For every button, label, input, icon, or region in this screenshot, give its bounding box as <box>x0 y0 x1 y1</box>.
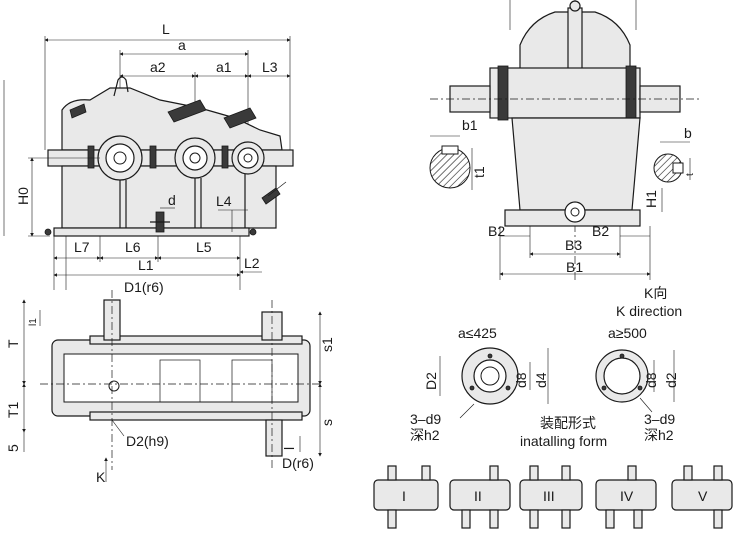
k-label-d4: d4 <box>533 372 549 388</box>
form-label-1: I <box>402 488 406 504</box>
label-B2-left: B2 <box>488 223 505 239</box>
label-L4: L4 <box>216 193 232 209</box>
install-title-en: inatalling form <box>520 433 607 449</box>
cond-small: a≤425 <box>458 325 497 341</box>
label-l1: l1 <box>28 318 39 326</box>
label-5: 5 <box>5 444 21 452</box>
label-L5: L5 <box>196 239 212 255</box>
label-L7: L7 <box>74 239 90 255</box>
label-L2: L2 <box>244 255 260 271</box>
k-holes-left: 3–d9 <box>410 411 441 427</box>
label-D1: D1(r6) <box>124 279 164 295</box>
label-s: s <box>319 419 335 426</box>
side-view: b1 t1 b t H1 B2 B2 B3 B1 <box>429 0 700 280</box>
k-direction-view: K向 K direction a≤425 a≥500 D2 d8 d4 3–d9… <box>410 285 682 443</box>
label-D: D(r6) <box>282 455 314 471</box>
form-label-2: II <box>474 488 482 504</box>
label-K: K <box>96 469 106 485</box>
plan-view: D1(r6) l1 T T1 s1 s 5 D2(h9) l D(r6) K <box>5 279 335 485</box>
shaft-output-hub <box>231 141 265 175</box>
label-a1: a1 <box>216 59 232 75</box>
k-depth-left: 深h2 <box>410 427 440 443</box>
k-depth-right: 深h2 <box>644 427 674 443</box>
form-label-4: IV <box>620 488 634 504</box>
label-b1: b1 <box>462 117 478 133</box>
install-form-1: I <box>373 465 439 529</box>
front-view: L a a2 a1 L3 H0 d L4 L7 L6 L5 L1 L2 <box>3 21 294 290</box>
label-T1: T1 <box>5 401 21 418</box>
label-T: T <box>5 339 21 348</box>
form-label-3: III <box>543 488 555 504</box>
k-holes-right: 3–d9 <box>644 411 675 427</box>
cond-large: a≥500 <box>608 325 647 341</box>
label-b: b <box>684 125 692 141</box>
label-l: l <box>281 447 297 450</box>
label-L: L <box>162 21 170 37</box>
label-t: t <box>685 173 696 176</box>
install-form-4: IV <box>595 465 657 529</box>
label-H0: H0 <box>15 187 31 205</box>
label-B3: B3 <box>565 237 582 253</box>
form-label-5: V <box>698 488 708 504</box>
installing-forms: 装配形式 inatalling form I II III <box>373 415 733 529</box>
shaft-middle-hub <box>174 137 216 179</box>
label-B1: B1 <box>566 259 583 275</box>
label-D2: D2(h9) <box>126 433 169 449</box>
k-label-D2: D2 <box>423 372 439 390</box>
install-form-3: III <box>519 465 583 529</box>
label-L1: L1 <box>138 257 154 273</box>
k-label-d8-left: d8 <box>513 372 529 388</box>
label-B2-right: B2 <box>592 223 609 239</box>
label-d: d <box>168 192 176 208</box>
install-form-2: II <box>449 465 511 529</box>
label-H1: H1 <box>643 190 659 208</box>
label-a: a <box>178 37 186 53</box>
label-a2: a2 <box>150 59 166 75</box>
k-label-d2: d2 <box>663 372 679 388</box>
label-s1: s1 <box>319 337 335 352</box>
label-L6: L6 <box>125 239 141 255</box>
label-L3: L3 <box>262 59 278 75</box>
label-t1: t1 <box>471 166 487 178</box>
k-label-d8-right: d8 <box>643 372 659 388</box>
k-title-cn: K向 <box>644 285 667 301</box>
install-form-5: V <box>671 465 733 529</box>
k-title-en: K direction <box>616 303 682 319</box>
shaft-input-hub <box>97 135 143 181</box>
install-title-cn: 装配形式 <box>540 415 596 431</box>
